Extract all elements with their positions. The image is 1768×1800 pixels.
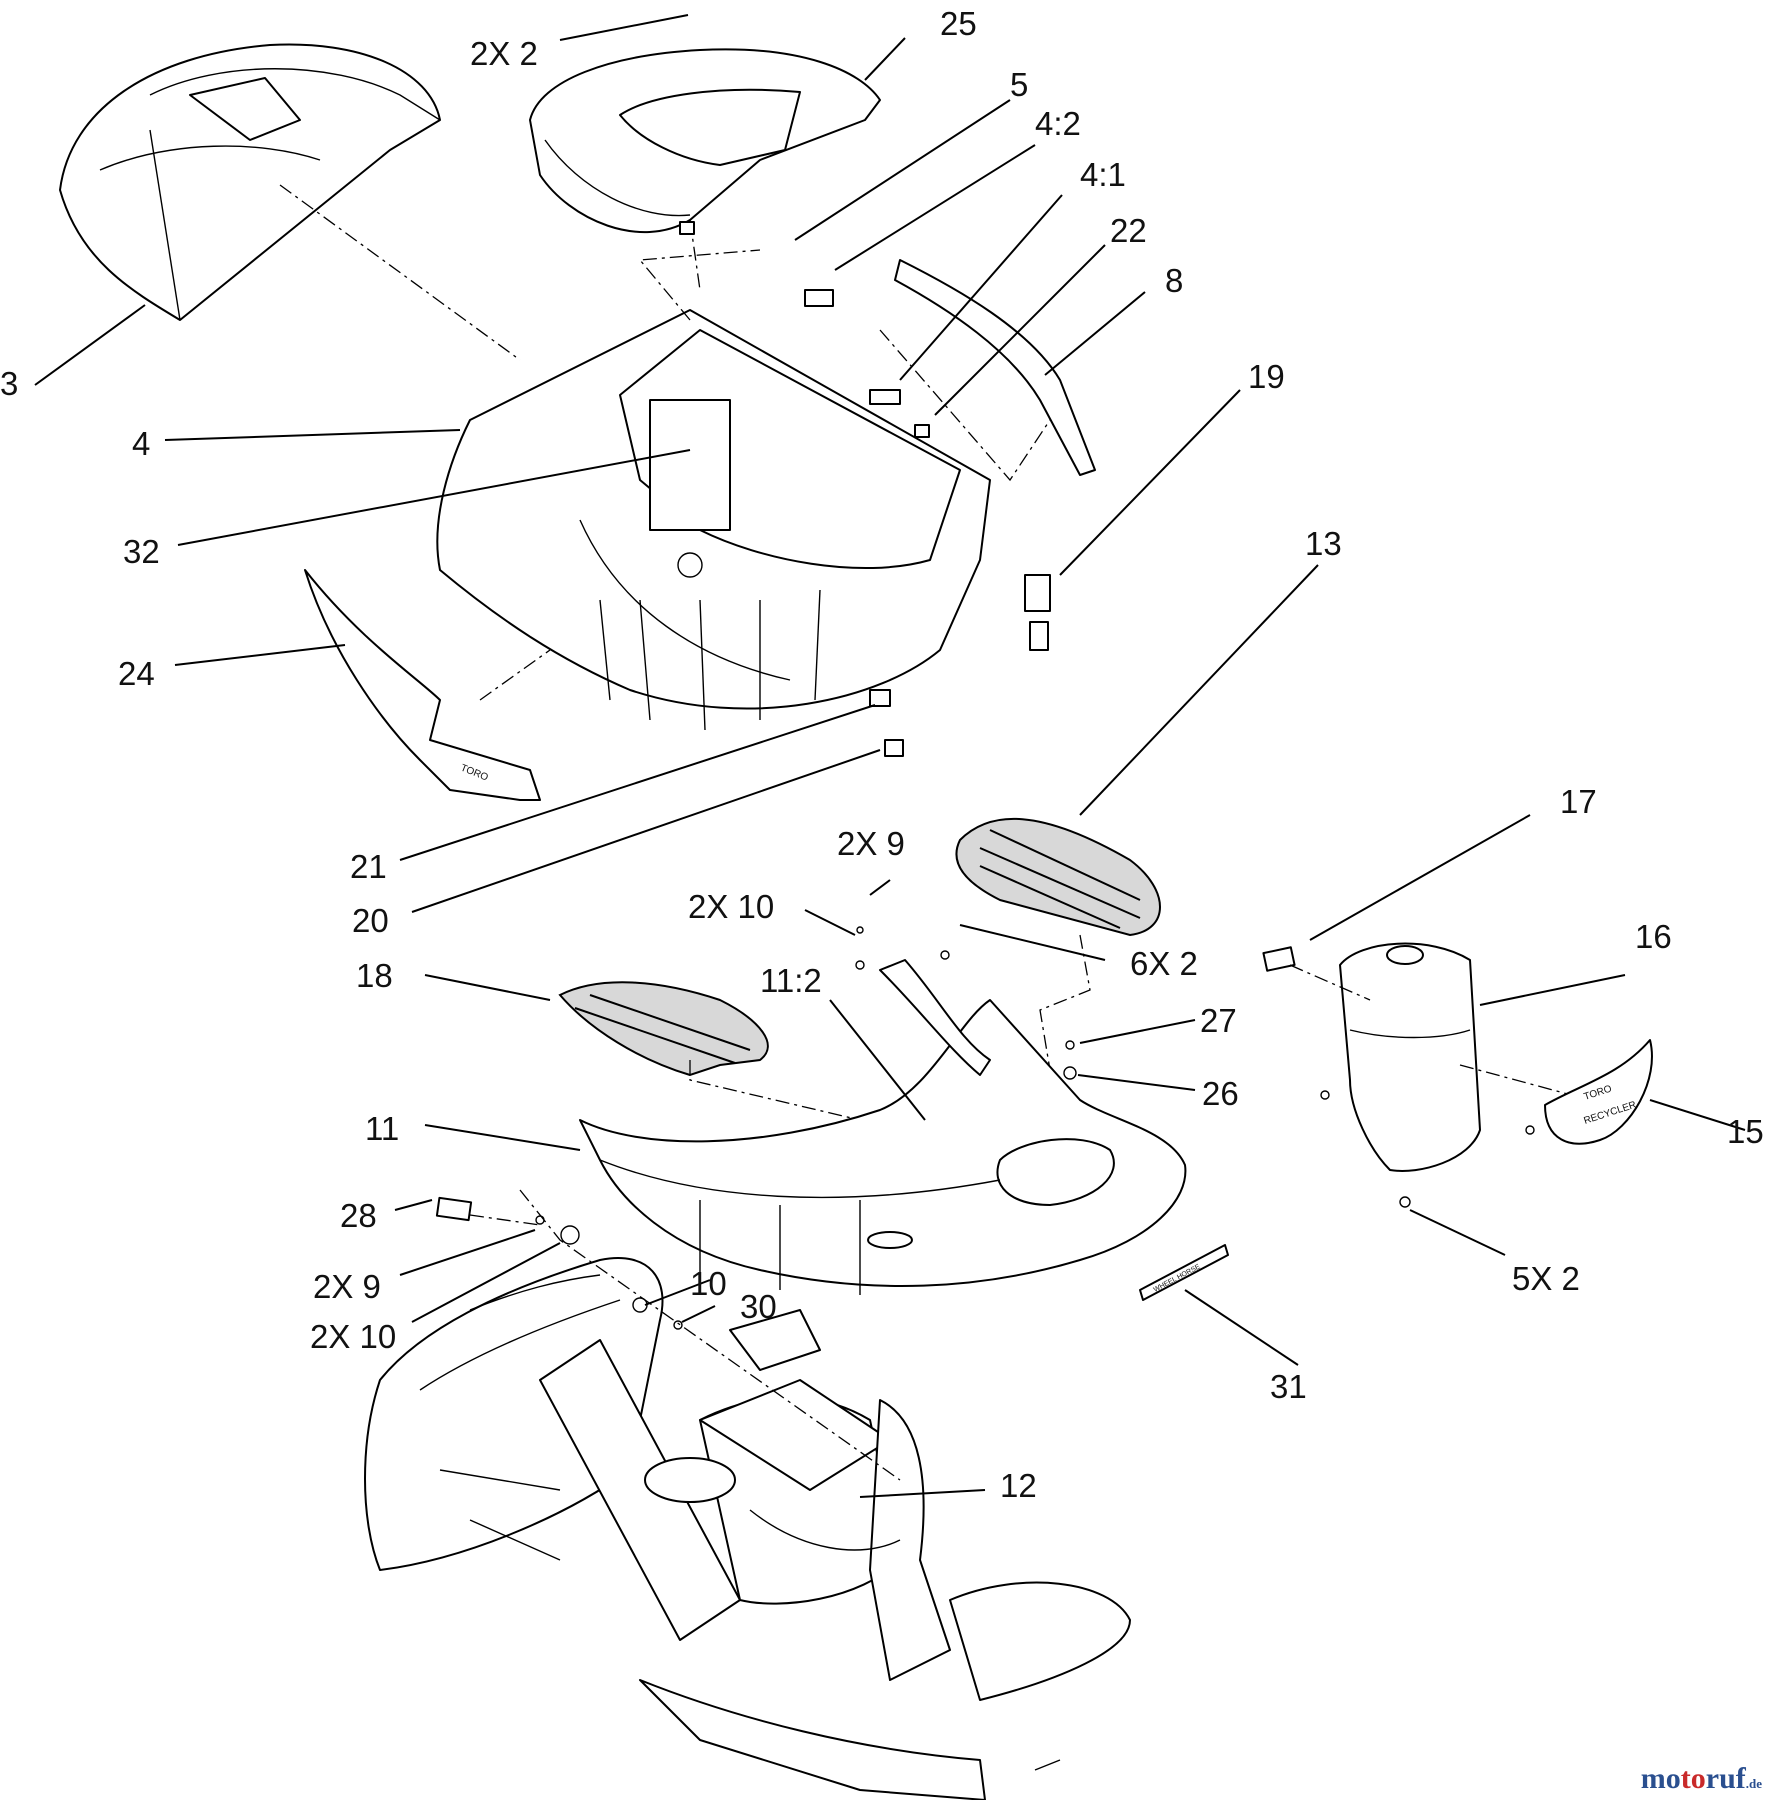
fender-strip-8 (894, 259, 1096, 476)
footrest-13 (955, 817, 1161, 1131)
callout-31: 31 (1270, 1368, 1307, 1405)
callout-labels: 2X 2 25 5 4:2 4:1 22 8 3 4 19 32 13 24 1… (0, 5, 1764, 1504)
callout-32: 32 (123, 533, 160, 570)
callout-15: 15 (1727, 1113, 1764, 1150)
callout-2x9-low: 2X 9 (313, 1268, 381, 1305)
callout-28: 28 (340, 1197, 377, 1234)
rear-shroud-16 (1262, 942, 1591, 1208)
callout-4-2: 4:2 (1035, 105, 1081, 142)
watermark-to: to (1680, 1762, 1706, 1795)
callout-25: 25 (940, 5, 977, 42)
watermark-de: .de (1745, 1776, 1762, 1791)
toro-strip-24: TORO (304, 569, 541, 801)
callout-17: 17 (1560, 783, 1597, 820)
seat-part (59, 43, 521, 361)
callout-4-1: 4:1 (1080, 156, 1126, 193)
watermark-ruf: ruf (1705, 1762, 1746, 1795)
model-plate-31: WHEEL HORSE (1139, 1244, 1229, 1301)
callout-18: 18 (356, 957, 393, 994)
callout-5x2: 5X 2 (1512, 1260, 1580, 1297)
callout-30: 30 (740, 1288, 777, 1325)
small-decals (679, 221, 1051, 757)
callout-27: 27 (1200, 1002, 1237, 1039)
callout-2x9-mid: 2X 9 (837, 825, 905, 862)
fender-hood-part (436, 249, 1051, 731)
callout-20: 20 (352, 902, 389, 939)
callout-10: 10 (690, 1265, 727, 1302)
callout-21: 21 (350, 848, 387, 885)
frame-12 (364, 1189, 1131, 1800)
callout-2x10-low: 2X 10 (310, 1318, 396, 1355)
watermark-logo: motoruf.de (1641, 1762, 1762, 1796)
watermark-mo: mo (1640, 1762, 1681, 1795)
callout-16: 16 (1635, 918, 1672, 955)
callout-2x2-top: 2X 2 (470, 35, 538, 72)
callout-11-2: 11:2 (760, 962, 822, 999)
callout-3: 3 (0, 365, 18, 402)
callout-8: 8 (1165, 262, 1183, 299)
toro-recycler-badge-15: TORO RECYCLER (1544, 1039, 1653, 1145)
callout-11: 11 (365, 1110, 399, 1147)
callout-5: 5 (1010, 66, 1028, 103)
footrest-panel-11 (579, 926, 1187, 1295)
seat-pan-part (529, 48, 881, 291)
callout-12: 12 (1000, 1467, 1037, 1504)
callout-22: 22 (1110, 212, 1147, 249)
callout-13: 13 (1305, 525, 1342, 562)
callout-24: 24 (118, 655, 155, 692)
callout-19: 19 (1248, 358, 1285, 395)
leader-lines (34, 14, 1746, 1498)
footrest-18 (558, 981, 861, 1121)
decal-28-path (469, 1214, 541, 1226)
callout-4: 4 (132, 425, 150, 462)
callout-26: 26 (1202, 1075, 1239, 1112)
callout-2x10-mid: 2X 10 (688, 888, 774, 925)
decal-28 (435, 1196, 473, 1222)
callout-6x2: 6X 2 (1130, 945, 1198, 982)
